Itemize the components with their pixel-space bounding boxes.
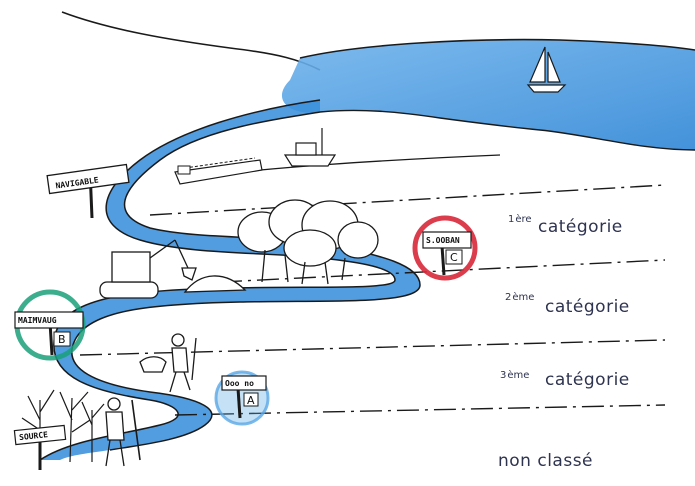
separator-line-4: [174, 404, 666, 416]
category-2-prefix: 2ème: [505, 291, 534, 303]
category-3-word: catégorie: [545, 370, 630, 390]
sign-c-letter: C: [450, 251, 458, 264]
sign-a-name: Ooo no: [225, 379, 254, 388]
fishing-boat-icon: [283, 128, 337, 167]
sea-area: [281, 39, 695, 150]
sailboat-icon: [526, 46, 567, 93]
barge-icon: [174, 157, 263, 185]
category-label-4: non classé: [498, 451, 593, 471]
sign-b-letter: B: [58, 333, 66, 346]
category-1-prefix: 1ère: [508, 213, 532, 225]
source-sign: SOURCE: [13, 424, 67, 470]
excavator-icon: [99, 239, 247, 299]
source-sign-label: SOURCE: [19, 430, 49, 442]
sea-shore-line: [299, 38, 695, 59]
sign-a-letter: A: [247, 394, 255, 407]
category-1-word: catégorie: [538, 217, 623, 237]
river-bank-outer: [71, 111, 421, 451]
sign-c-name: S.OOBAN: [426, 236, 460, 245]
category-non-classe: non classé: [498, 451, 593, 471]
sign-b-name: MAIMVAUG: [18, 316, 57, 325]
sea-shore-line-bottom: [319, 109, 695, 151]
category-3-prefix: 3ème: [500, 369, 529, 381]
trees-icon: [237, 199, 379, 285]
category-2-word: catégorie: [545, 297, 630, 317]
category-label-2: 2ème catégorie: [505, 291, 630, 317]
separator-line-1: [149, 184, 666, 216]
fisherman-icon: [105, 397, 141, 467]
category-label-1: 1ère catégorie: [508, 213, 623, 237]
hill-line: [61, 11, 321, 71]
navigable-sign: NAVIGABLE: [46, 163, 130, 219]
sign-c: S.OOBAN C: [412, 215, 478, 281]
river-bank-inner: [39, 99, 396, 461]
category-label-3: 3ème catégorie: [500, 369, 630, 390]
sign-b: MAIMVAUG B: [14, 289, 86, 361]
hiker-icon: [139, 333, 197, 393]
sign-a: Ooo no A: [214, 370, 270, 426]
separator-line-3: [79, 339, 666, 356]
